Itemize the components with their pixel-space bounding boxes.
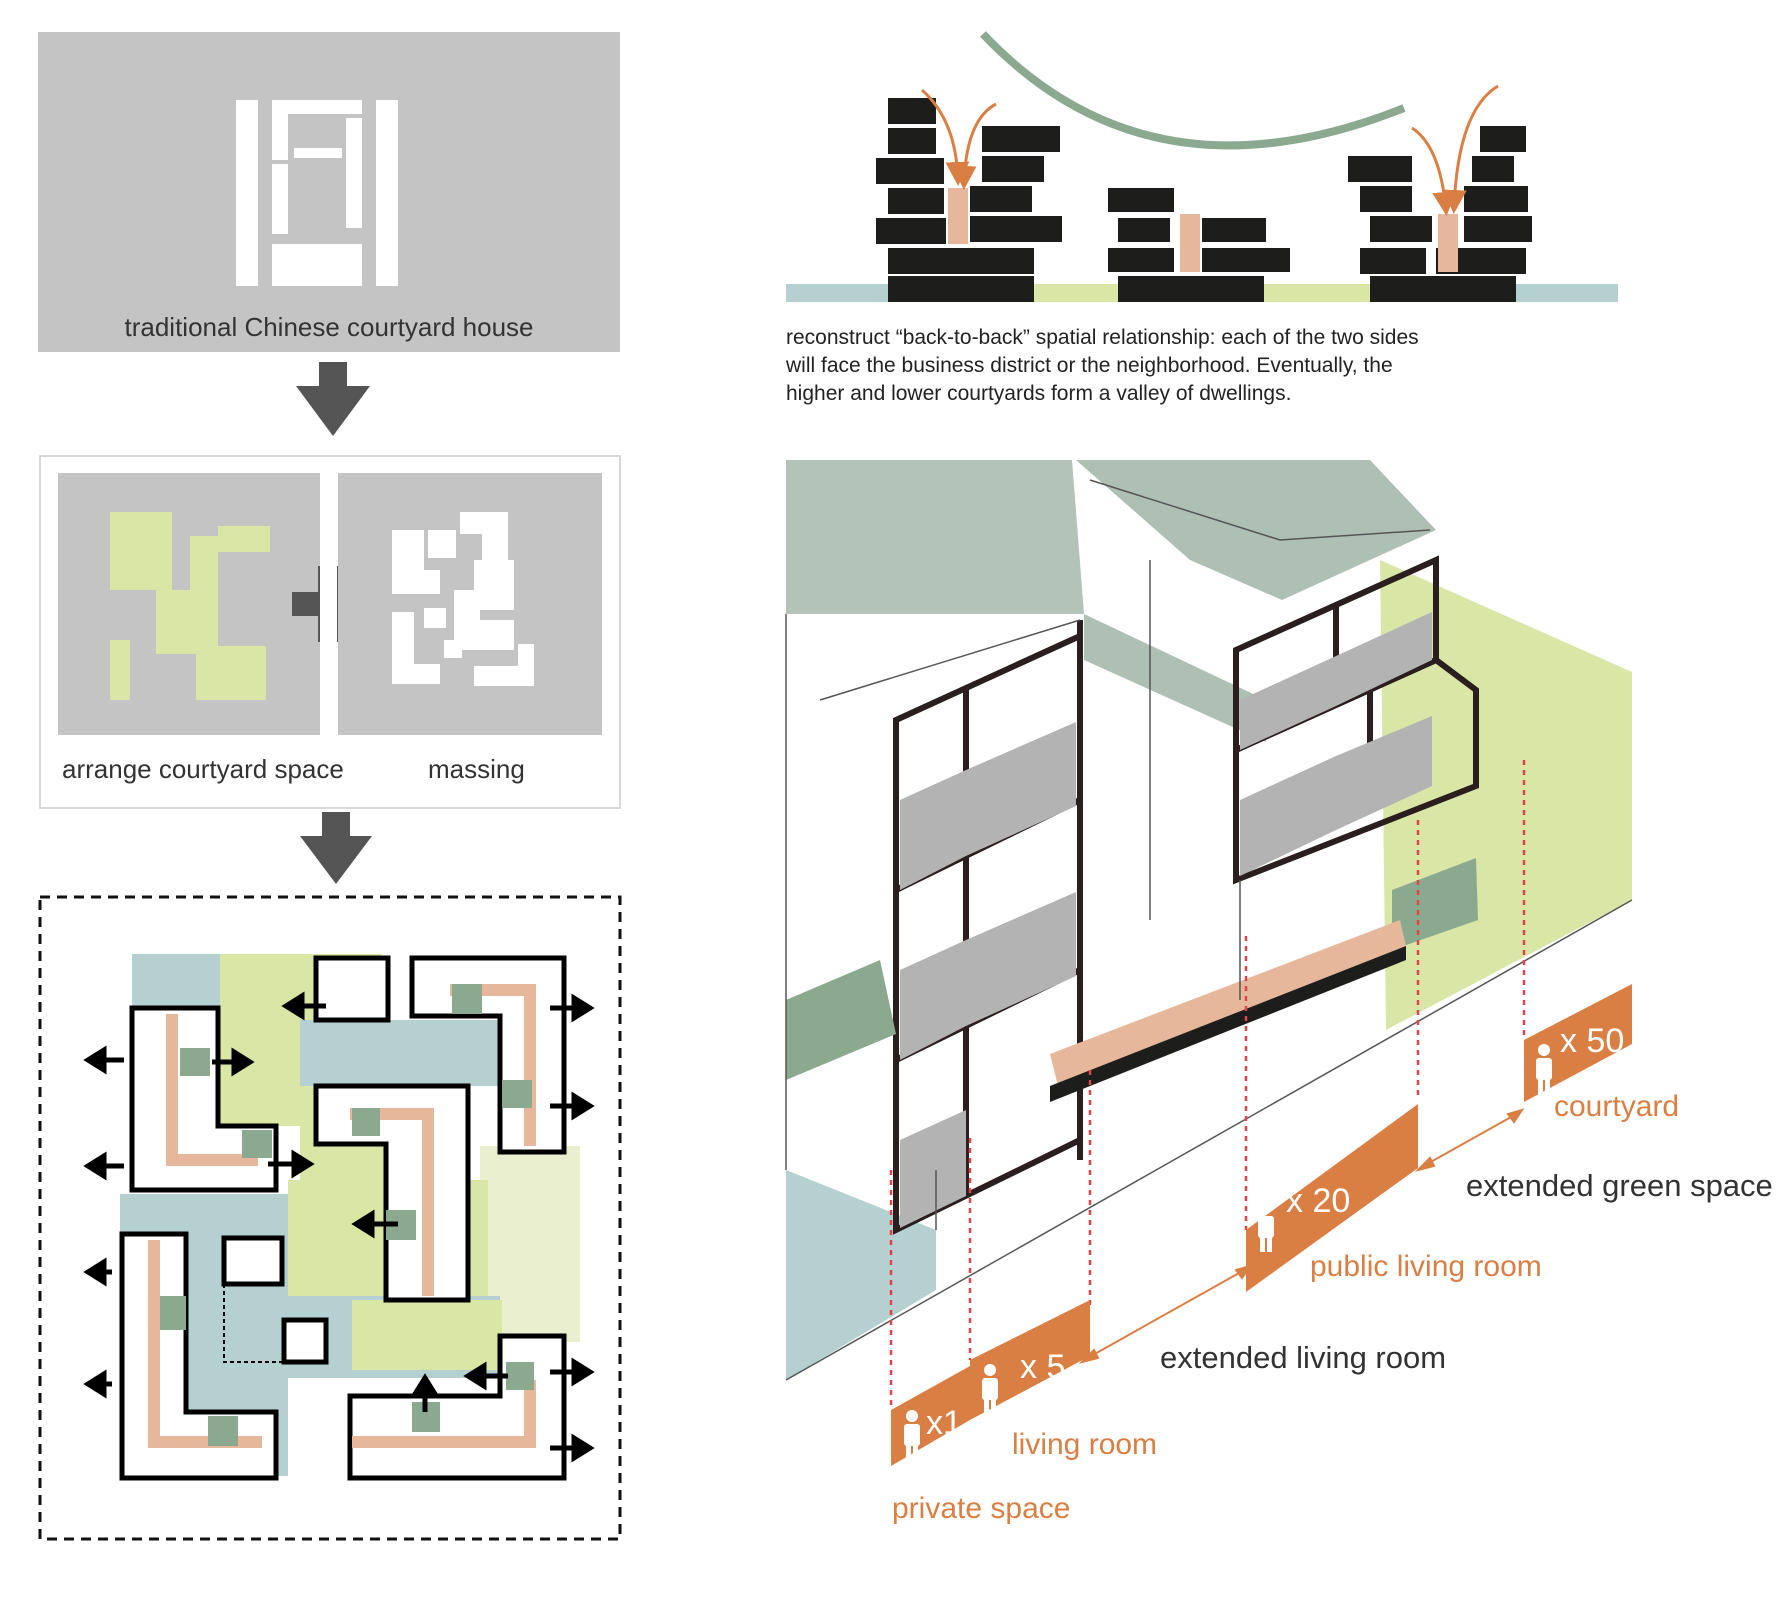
section-caption-line1: reconstruct “back-to-back” spatial relat… <box>786 326 1419 349</box>
down-arrow-icon <box>300 812 372 884</box>
courtyard-arrangement-plan <box>58 473 320 735</box>
arrange-massing-frame: arrange courtyard space massing <box>40 456 620 808</box>
multiplier-public: x 20 <box>1286 1182 1350 1220</box>
courtyard-label: courtyard <box>1554 1090 1679 1123</box>
multiplier-private: x1 <box>926 1404 962 1442</box>
section-caption-line3: higher and lower courtyards form a valle… <box>786 382 1291 405</box>
down-arrow-icon <box>296 362 370 436</box>
extended-living-room-label: extended living room <box>1160 1340 1446 1375</box>
living-room-label: living room <box>1012 1428 1157 1461</box>
massing-plan <box>338 473 602 735</box>
multiplier-living: x 5 <box>1020 1348 1065 1386</box>
massing-label: massing <box>428 754 525 784</box>
courtyard-house-panel: traditional Chinese courtyard house <box>38 32 620 352</box>
multiplier-courtyard: x 50 <box>1560 1022 1624 1060</box>
arrange-courtyard-label: arrange courtyard space <box>62 754 344 784</box>
section-diagram <box>786 34 1618 302</box>
public-living-room-label: public living room <box>1310 1250 1542 1283</box>
courtyard-house-label: traditional Chinese courtyard house <box>124 312 533 342</box>
section-caption-line2: will face the business district or the n… <box>785 354 1393 377</box>
extended-green-space-label: extended green space <box>1466 1168 1773 1203</box>
unit-block <box>316 958 388 1020</box>
private-space-label: private space <box>892 1492 1070 1525</box>
